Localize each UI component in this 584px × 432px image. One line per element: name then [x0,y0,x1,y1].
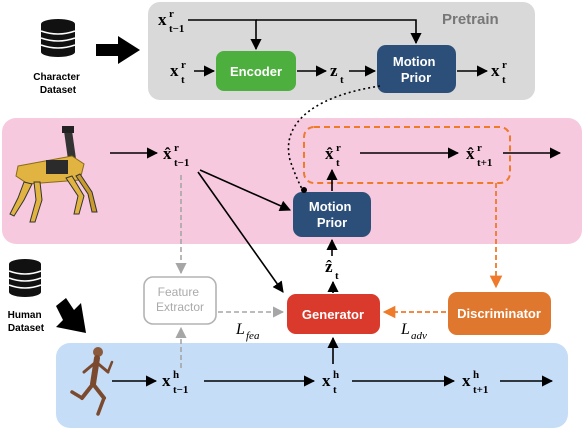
svg-text:h: h [173,369,179,381]
svg-text:t−1: t−1 [169,23,184,35]
var-xhat-r-tp1: x̂ r t+1 [466,142,492,169]
human-panel [56,343,568,428]
discriminator-window [303,126,511,184]
svg-text:x: x [462,371,471,390]
svg-text:t−1: t−1 [173,384,188,396]
motion-prior-mid-block [293,192,371,237]
svg-text:t+1: t+1 [477,157,492,169]
svg-text:x: x [162,371,171,390]
svg-text:fea: fea [246,330,260,342]
human-dataset-icon [8,259,42,297]
svg-text:h: h [333,369,339,381]
svg-text:adv: adv [411,330,427,342]
generator-label: Generator [302,307,364,322]
svg-text:x̂: x̂ [325,144,334,163]
robot-figure [9,126,98,223]
var-xhat-r-t: x̂ r t [325,142,341,169]
human-dataset-label: Human Dataset [8,310,45,334]
var-z-t: z t [330,61,344,86]
var-x-r-tm1-top: x r t−1 [158,8,184,35]
var-zhat-t: ẑ t [325,257,339,282]
svg-text:L: L [400,321,410,338]
encoder-label: Encoder [230,64,282,79]
loss-adv: L adv [400,321,427,342]
svg-text:x: x [158,10,167,29]
svg-text:r: r [336,142,341,154]
svg-text:t: t [336,157,340,169]
shared-weights-link [287,85,381,192]
var-x-h-t: x h t [322,369,339,396]
var-x-h-tm1: x h t−1 [162,369,188,396]
pretrain-title: Pretrain [442,11,499,28]
svg-text:t: t [333,384,337,396]
character-dataset-arrow [96,36,140,64]
svg-text:t: t [335,270,339,282]
var-xhat-r-tm1: x̂ r t−1 [163,142,189,169]
arrow-prev-to-prior [256,19,422,45]
svg-text:ẑ: ẑ [325,257,333,276]
loss-fea: L fea [235,321,260,342]
arrow-xhat-tm1-to-generator [197,171,284,293]
discriminator-block [448,292,551,335]
feature-extractor-label: Feature Extractor [156,285,204,314]
motion-prior-top-label: Motion Prior [393,54,439,85]
svg-text:x: x [322,371,331,390]
var-x-h-tp1: x h t+1 [462,369,488,396]
var-x-r-t-in: x r t [170,59,186,86]
svg-text:L: L [235,321,245,338]
svg-text:t: t [181,74,185,86]
svg-text:r: r [502,59,507,71]
svg-text:t: t [340,74,344,86]
character-dataset-label: Character Dataset [33,72,82,96]
generator-block [287,294,380,334]
svg-text:x̂: x̂ [163,144,172,163]
svg-text:x̂: x̂ [466,144,475,163]
svg-text:r: r [181,59,186,71]
shared-weights-dot [301,187,307,193]
svg-text:r: r [169,8,174,20]
svg-text:t: t [502,74,506,86]
encoder-block [216,51,296,91]
var-x-r-t-out: x r t [491,59,507,86]
svg-text:z: z [330,61,338,80]
svg-text:h: h [473,369,479,381]
svg-text:x: x [491,61,500,80]
discriminator-label: Discriminator [457,306,541,321]
motion-prior-top-block [377,45,456,93]
motion-prior-mid-label: Motion Prior [309,199,355,230]
human-dataset-arrow [56,298,86,333]
svg-text:r: r [174,142,179,154]
robot-panel [2,118,582,244]
svg-text:t−1: t−1 [174,157,189,169]
svg-text:r: r [477,142,482,154]
arrow-xhat-tm1-to-prior [199,169,292,212]
svg-text:x: x [170,61,179,80]
character-dataset-icon [40,19,76,57]
feature-extractor-block [143,276,217,325]
human-figure [70,347,114,416]
svg-text:t+1: t+1 [473,384,488,396]
